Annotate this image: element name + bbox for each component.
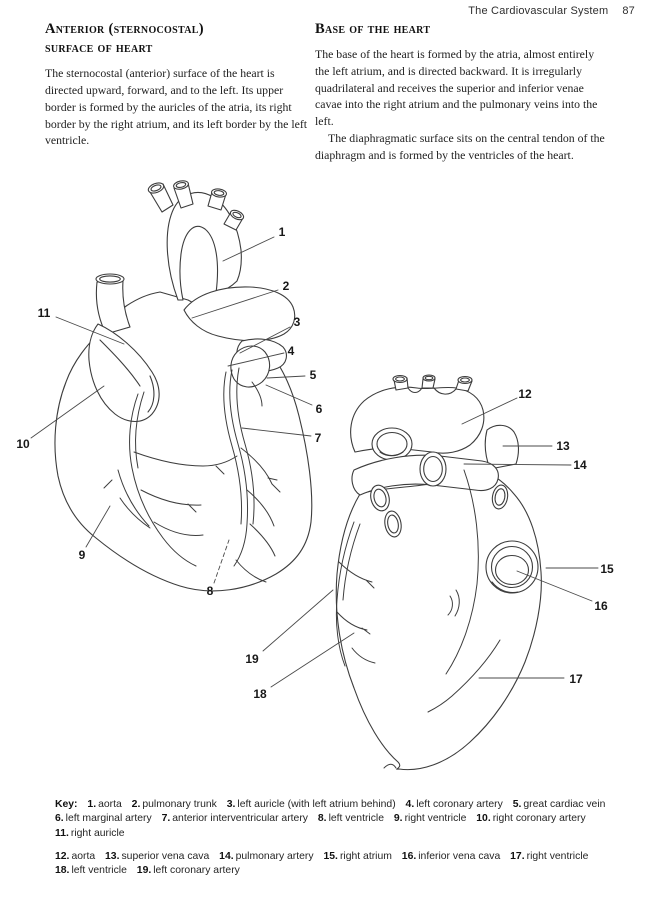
figure-label-17: 17 — [569, 672, 583, 686]
base-heart-drawing — [335, 374, 542, 771]
figure-label-8: 8 — [207, 584, 214, 598]
key-item-18: 18.left ventricle — [55, 865, 127, 877]
heart2-aortic-arch — [350, 386, 485, 454]
leader-line-10 — [30, 385, 105, 439]
figure-label-12: 12 — [518, 387, 532, 401]
key-item-17: 17.right ventricle — [510, 851, 589, 862]
key-item-19: 19.left coronary artery — [136, 865, 240, 877]
leader-line-5 — [266, 375, 306, 379]
right-column: Base of the heart The base of the heart … — [315, 20, 607, 163]
leader-line-18 — [270, 632, 355, 688]
heart2-ivc-opening — [485, 540, 539, 594]
figure-label-15: 15 — [600, 562, 614, 576]
leader-line-4 — [227, 352, 285, 367]
heart2-pulmonary-vein-openings — [370, 484, 509, 538]
leader-line-12 — [461, 397, 518, 425]
page-number: 87 — [622, 5, 635, 17]
figure-label-18: 18 — [253, 687, 267, 701]
heart2-left-coronary-vessels — [335, 521, 376, 667]
left-paragraph: The sternocostal (anterior) surface of t… — [45, 66, 308, 148]
figure-labels: 1 2 3 4 5 6 7 8 9 10 11 12 13 14 15 16 1… — [16, 225, 614, 701]
leader-line-11 — [55, 316, 125, 345]
key-item-6: 6.left marginal artery — [55, 813, 152, 825]
heart1-aorta — [166, 192, 242, 301]
figure-label-10: 10 — [16, 437, 30, 451]
heart1-left-auricle — [230, 345, 271, 388]
key-item-4: 4.left coronary artery — [405, 799, 503, 810]
heart1-superior-vena-cava — [95, 273, 131, 335]
key-item-1: 1.aorta — [87, 799, 122, 810]
figure-label-6: 6 — [316, 402, 323, 416]
key-item-12: 12.aorta — [55, 851, 96, 862]
heart2-cut-aorta-opening — [371, 427, 413, 461]
key-item-14: 14.pulmonary artery — [219, 851, 314, 862]
anterior-heart-drawing — [54, 180, 313, 592]
figure-label-5: 5 — [310, 368, 317, 382]
figure-label-4: 4 — [288, 344, 295, 358]
key-item-15: 15.right atrium — [323, 851, 392, 862]
key-item-5: 5.great cardiac vein — [512, 799, 606, 810]
leader-line-9 — [85, 505, 111, 548]
key-item-16: 16.inferior vena cava — [401, 851, 501, 862]
leader-line-1 — [222, 236, 275, 262]
heart2-arch-branches — [392, 374, 473, 395]
key-item-2: 2.pulmonary trunk — [131, 799, 217, 810]
figure-label-11: 11 — [38, 306, 51, 320]
heart2-interior-grooves — [383, 469, 501, 769]
figure-key-1: Key: 1.aorta 2.pulmonary trunk 3.left au… — [55, 798, 615, 841]
heart2-pulmonary-artery-band — [351, 451, 499, 496]
key-item-10: 10.right coronary artery — [476, 813, 586, 825]
leader-line-7 — [241, 427, 312, 437]
key-item-3: 3.left auricle (with left atrium behind) — [226, 799, 396, 810]
label-leader-lines — [30, 236, 599, 688]
heart1-right-coronary-vessels — [103, 391, 238, 567]
figure-label-19: 19 — [245, 652, 259, 666]
left-heading-line1: Anterior (sternocostal) — [45, 21, 204, 37]
figure-label-1: 1 — [279, 225, 286, 239]
leader-line-19 — [262, 589, 334, 652]
running-header: The Cardiovascular System 87 — [468, 5, 635, 17]
right-paragraph-2: The diaphragmatic surface sits on the ce… — [315, 130, 605, 162]
figure-label-2: 2 — [283, 279, 290, 293]
figure-key-2: 12.aorta 13.superior vena cava 14.pulmon… — [55, 850, 615, 879]
leader-line-8 — [213, 539, 230, 584]
key-item-11: 11.right auricle — [55, 827, 125, 839]
leader-line-6 — [265, 384, 313, 406]
figure-label-9: 9 — [79, 548, 86, 562]
right-section-heading: Base of the heart — [315, 21, 431, 37]
left-column: Anterior (sternocostal) surface of heart… — [45, 20, 309, 149]
left-heading-line2: surface of heart — [45, 40, 153, 57]
heart2-body-outline — [335, 465, 542, 771]
leader-line-2 — [191, 289, 279, 319]
figure-label-3: 3 — [294, 315, 301, 329]
leader-line-14 — [463, 463, 572, 466]
key-item-7: 7.anterior interventricular artery — [161, 813, 308, 825]
key-item-9: 9.right ventricle — [393, 813, 467, 825]
key-item-13: 13.superior vena cava — [105, 851, 210, 862]
heart1-left-coronary-vessels — [223, 367, 281, 583]
key-prefix: Key: — [55, 799, 78, 810]
figure-label-14: 14 — [573, 458, 587, 472]
running-header-title: The Cardiovascular System — [468, 5, 609, 17]
leader-line-3 — [239, 326, 291, 354]
left-section-heading: Anterior (sternocostal) surface of heart — [45, 20, 309, 58]
figure-label-7: 7 — [315, 431, 322, 445]
right-paragraph-1: The base of the heart is formed by the a… — [315, 47, 598, 129]
heart1-arch-branches — [147, 180, 245, 231]
heart2-svc-stump — [484, 424, 519, 470]
figure-label-16: 16 — [594, 599, 608, 613]
key-item-8: 8.left ventricle — [317, 813, 385, 825]
figure-label-13: 13 — [556, 439, 570, 453]
leader-line-16 — [516, 570, 593, 602]
